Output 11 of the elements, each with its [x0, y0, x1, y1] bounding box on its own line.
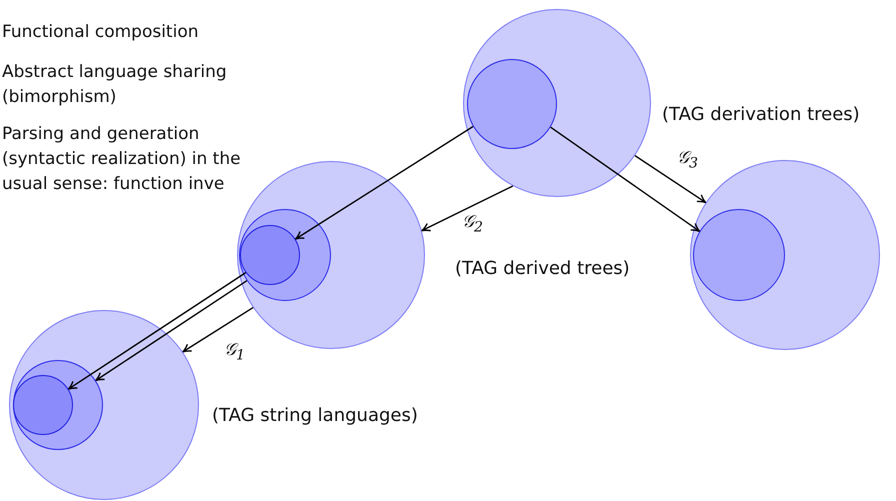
note-text: Parsing and generation (syntactic realization) in the usual sense: function inve — [2, 123, 242, 196]
set-caption: (TAG string languages) — [212, 404, 418, 428]
set-caption: (TAG derived trees) — [455, 257, 630, 281]
edge-label: 𝒢$_{1}$ — [224, 340, 246, 364]
set-caption: (TAG derivation trees) — [662, 103, 860, 127]
note-text: Functional composition — [2, 21, 200, 44]
note-text: Abstract language sharing (bimorphism) — [2, 61, 228, 109]
edge-label: 𝒢$_{3}$ — [677, 148, 698, 172]
circle-shape — [13, 375, 73, 435]
circle-shape — [240, 225, 300, 285]
edge-label: 𝒢$_{2}$ — [462, 212, 484, 236]
